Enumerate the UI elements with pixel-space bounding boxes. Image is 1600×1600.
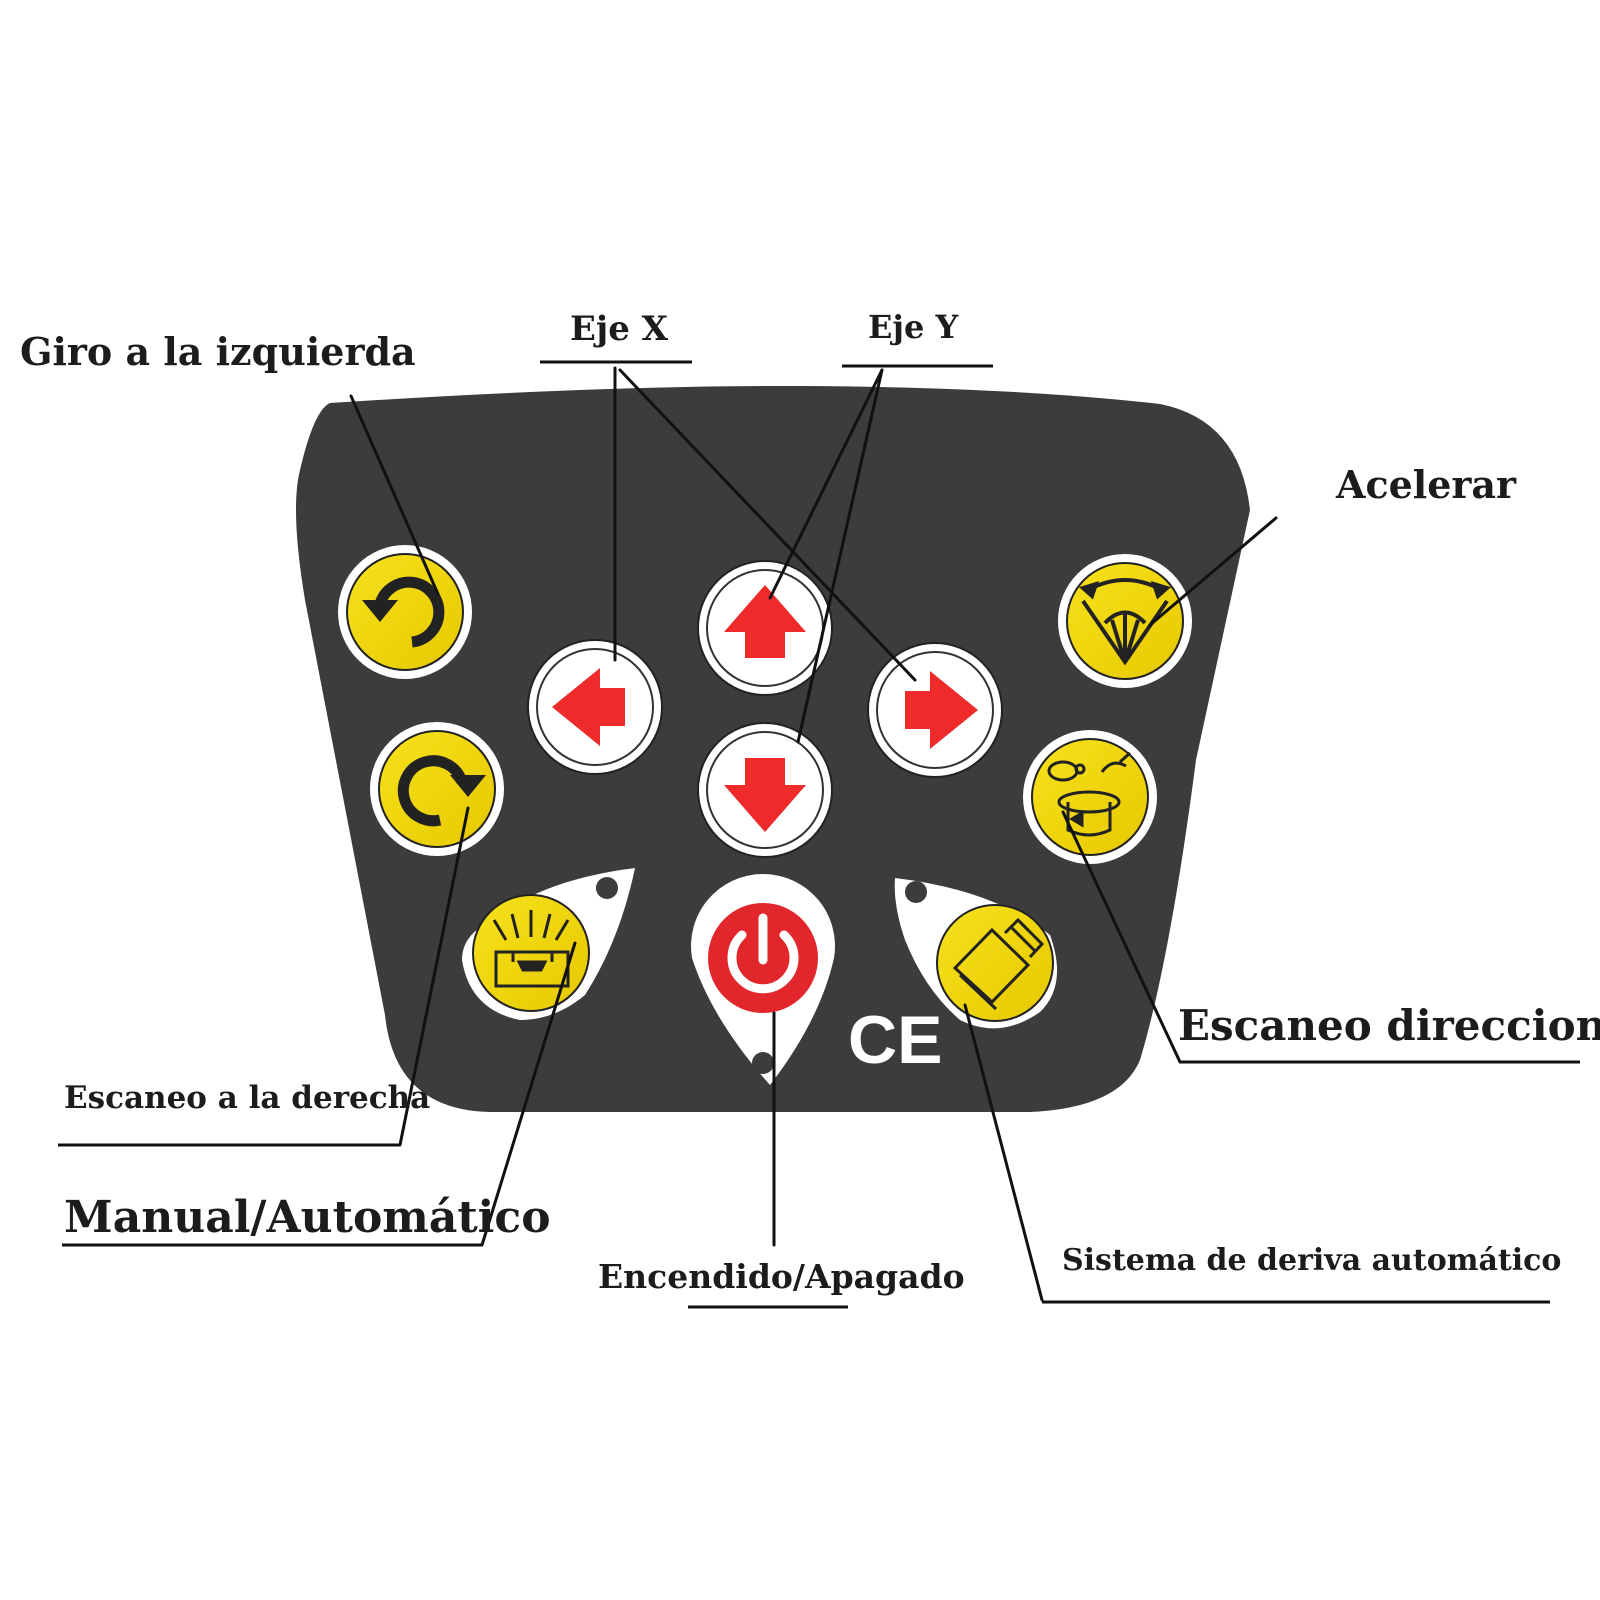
rotate-left-icon [362,576,445,648]
label-eje-x: Eje X [570,309,669,349]
arrow-right-icon [905,671,978,749]
label-escaneo-derecha: Escaneo a la derecha [64,1080,430,1116]
arrow-up-button[interactable] [697,560,833,696]
arrow-down-icon [724,758,806,832]
label-acelerar: Acelerar [1335,462,1517,507]
manual-auto-button[interactable] [462,868,635,1020]
leader-lines [58,360,1580,1309]
arrow-down-button[interactable] [697,722,833,858]
arrow-left-button[interactable] [527,639,663,775]
tilt-drift-icon [952,917,1045,1011]
scan-speed-icon [1047,751,1132,837]
label-giro-izquierda: Giro a la izquierda [20,329,416,374]
arrow-up-icon [724,585,806,658]
arrow-right-button[interactable] [867,642,1003,778]
ce-mark: CE [848,1002,942,1078]
label-eje-y: Eje Y [868,308,959,346]
scan-speed-button[interactable] [1023,730,1157,864]
rotate-right-button[interactable] [370,722,504,856]
label-manual-automatico: Manual/Automático [64,1192,551,1243]
label-encendido-apagado: Encendido/Apagado [598,1257,965,1296]
tilt-drift-button[interactable] [894,878,1058,1029]
power-icon [727,913,799,994]
power-button[interactable] [691,874,836,1085]
label-escaneo-direccional: Escaneo direccional [1178,1001,1600,1050]
rotate-left-button[interactable] [338,545,472,679]
speed-button[interactable] [1058,554,1192,688]
label-sistema-deriva: Sistema de deriva automático [1062,1243,1561,1278]
arrow-left-icon [552,668,625,746]
rotate-right-icon [397,755,486,827]
